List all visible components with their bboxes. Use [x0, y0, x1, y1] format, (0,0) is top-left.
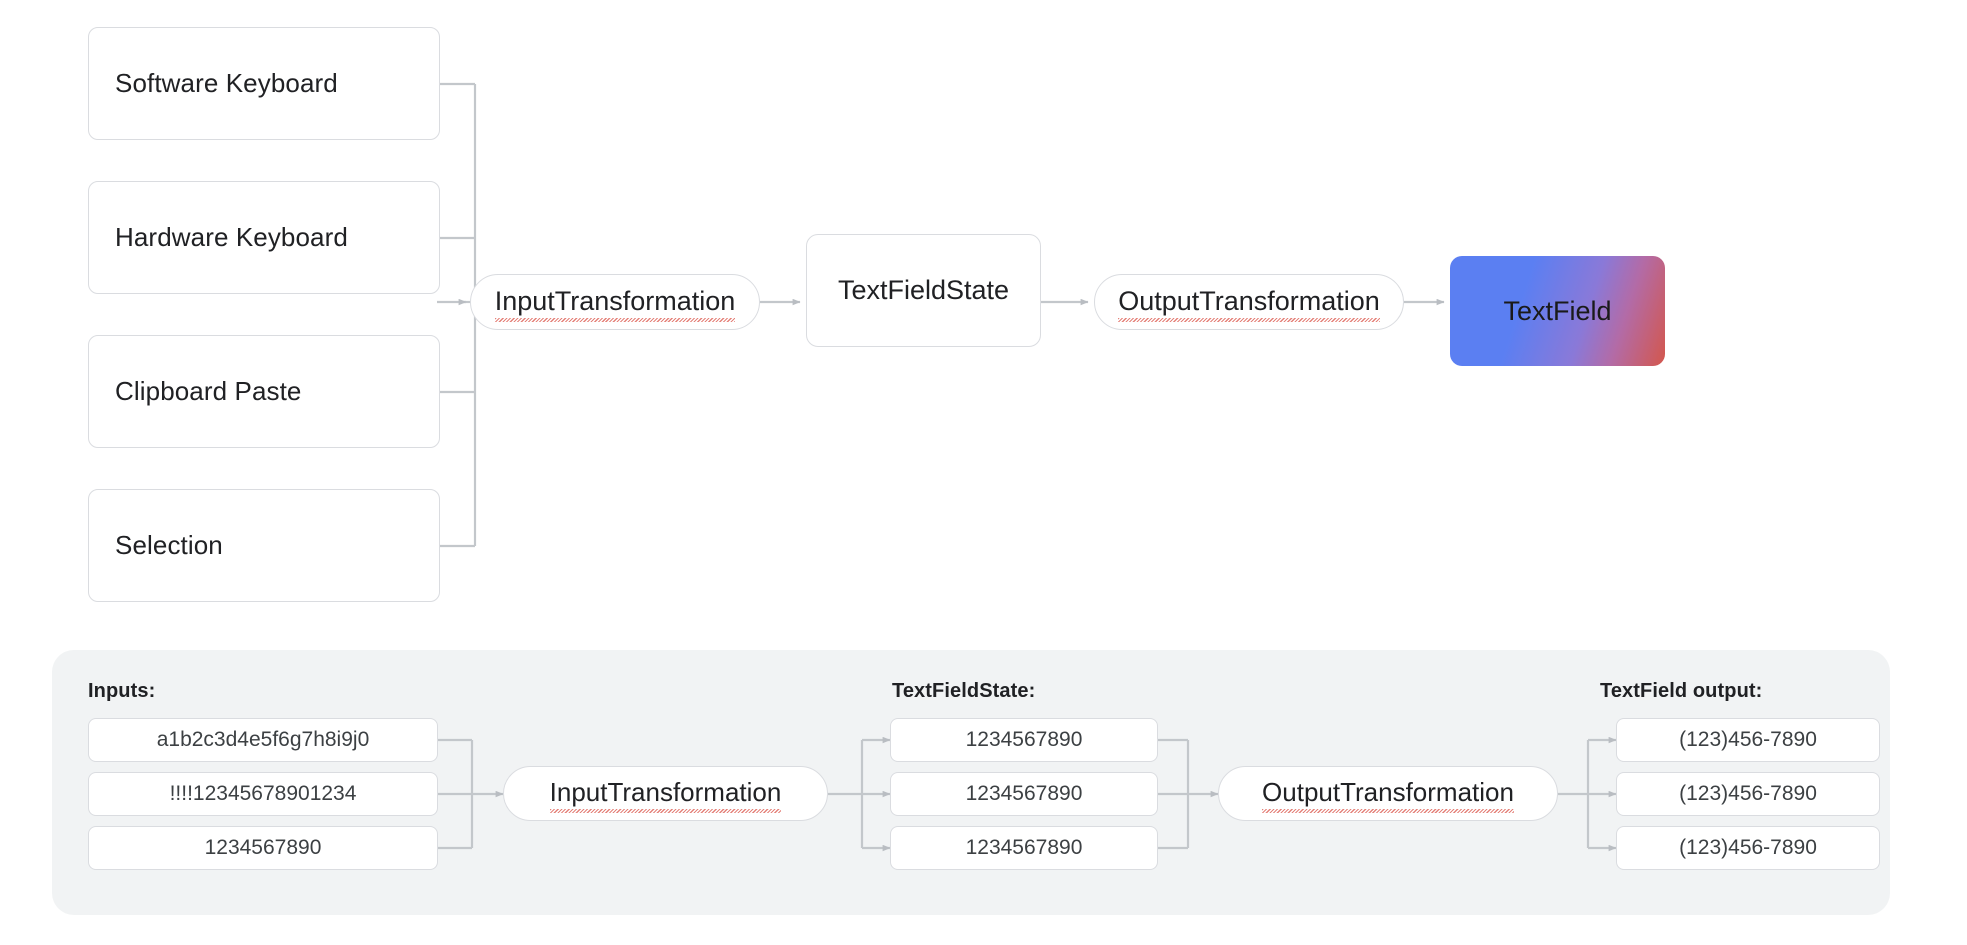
node-textfield[interactable]: TextField: [1450, 256, 1665, 366]
output-value-row[interactable]: (123)456-7890: [1616, 772, 1880, 816]
node-textfield-state[interactable]: TextFieldState: [806, 234, 1041, 347]
node-input-transformation[interactable]: InputTransformation: [470, 274, 760, 330]
node-label: InputTransformation: [549, 777, 781, 813]
source-box-label: Selection: [115, 530, 223, 560]
node-label: TextFieldState: [837, 275, 1010, 305]
source-box-label: Hardware Keyboard: [115, 222, 348, 252]
source-box-software-keyboard[interactable]: Software Keyboard: [88, 27, 440, 140]
node-label: OutputTransformation: [1118, 286, 1380, 322]
heading-inputs: Inputs:: [88, 680, 156, 702]
state-value-row[interactable]: 1234567890: [890, 718, 1158, 762]
state-value-row[interactable]: 1234567890: [890, 826, 1158, 870]
node-label: OutputTransformation: [1262, 777, 1514, 813]
input-value-row[interactable]: !!!!12345678901234: [88, 772, 438, 816]
panel-node-input-transformation[interactable]: InputTransformation: [503, 766, 828, 821]
panel-node-output-transformation[interactable]: OutputTransformation: [1218, 766, 1558, 821]
node-label: InputTransformation: [494, 286, 735, 322]
source-box-label: Clipboard Paste: [115, 376, 302, 406]
output-value-row[interactable]: (123)456-7890: [1616, 826, 1880, 870]
source-box-clipboard-paste[interactable]: Clipboard Paste: [88, 335, 440, 448]
output-value-row[interactable]: (123)456-7890: [1616, 718, 1880, 762]
source-box-label: Software Keyboard: [115, 68, 338, 98]
heading-textfield-output: TextField output:: [1600, 680, 1763, 702]
heading-textfield-state: TextFieldState:: [892, 680, 1036, 702]
state-value-row[interactable]: 1234567890: [890, 772, 1158, 816]
wire-sources-to-input-transformation: [422, 82, 477, 548]
node-output-transformation[interactable]: OutputTransformation: [1094, 274, 1404, 330]
node-label: TextField: [1503, 295, 1612, 326]
source-box-selection[interactable]: Selection: [88, 489, 440, 602]
source-box-hardware-keyboard[interactable]: Hardware Keyboard: [88, 181, 440, 294]
input-value-row[interactable]: a1b2c3d4e5f6g7h8i9j0: [88, 718, 438, 762]
input-value-row[interactable]: 1234567890: [88, 826, 438, 870]
